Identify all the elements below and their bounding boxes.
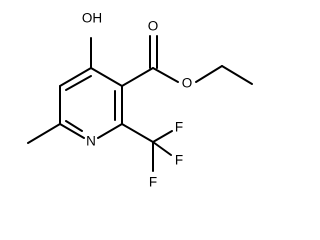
bond-ester-o-ch2 — [195, 65, 223, 83]
substituents — [27, 35, 253, 172]
fluorine-top-label: F — [175, 120, 183, 135]
bond-cf3-f-top — [152, 130, 173, 143]
bond-c6-methyl — [27, 123, 61, 144]
pyridine-ring — [59, 67, 123, 139]
atom-labels: OH O O N F F F — [82, 11, 192, 190]
bond-c5-c4-inner — [65, 75, 92, 91]
structure-diagram: OH O O N F F F — [27, 11, 253, 190]
bond-c5-c4 — [59, 67, 92, 87]
fluorine-right-label: F — [175, 153, 183, 168]
bond-c4-c3 — [90, 67, 123, 87]
ester-oxygen-label: O — [182, 76, 193, 91]
fluorine-bottom-label: F — [149, 175, 157, 190]
carbonyl-oxygen-label: O — [148, 19, 159, 34]
bond-ch2-ch3 — [221, 65, 253, 85]
bond-n-c6 — [59, 123, 85, 139]
bond-n-c6-inner — [65, 120, 83, 132]
bond-carbonyl-ester-o — [152, 67, 179, 83]
bond-c2-cf3 — [121, 123, 154, 143]
ring-nitrogen-label: N — [86, 134, 96, 149]
bond-cf3-f-right — [152, 141, 172, 156]
bond-c2-n — [97, 123, 123, 139]
bond-c3-carbonyl-carbon — [121, 67, 154, 87]
hydroxyl-label: OH — [82, 11, 102, 26]
